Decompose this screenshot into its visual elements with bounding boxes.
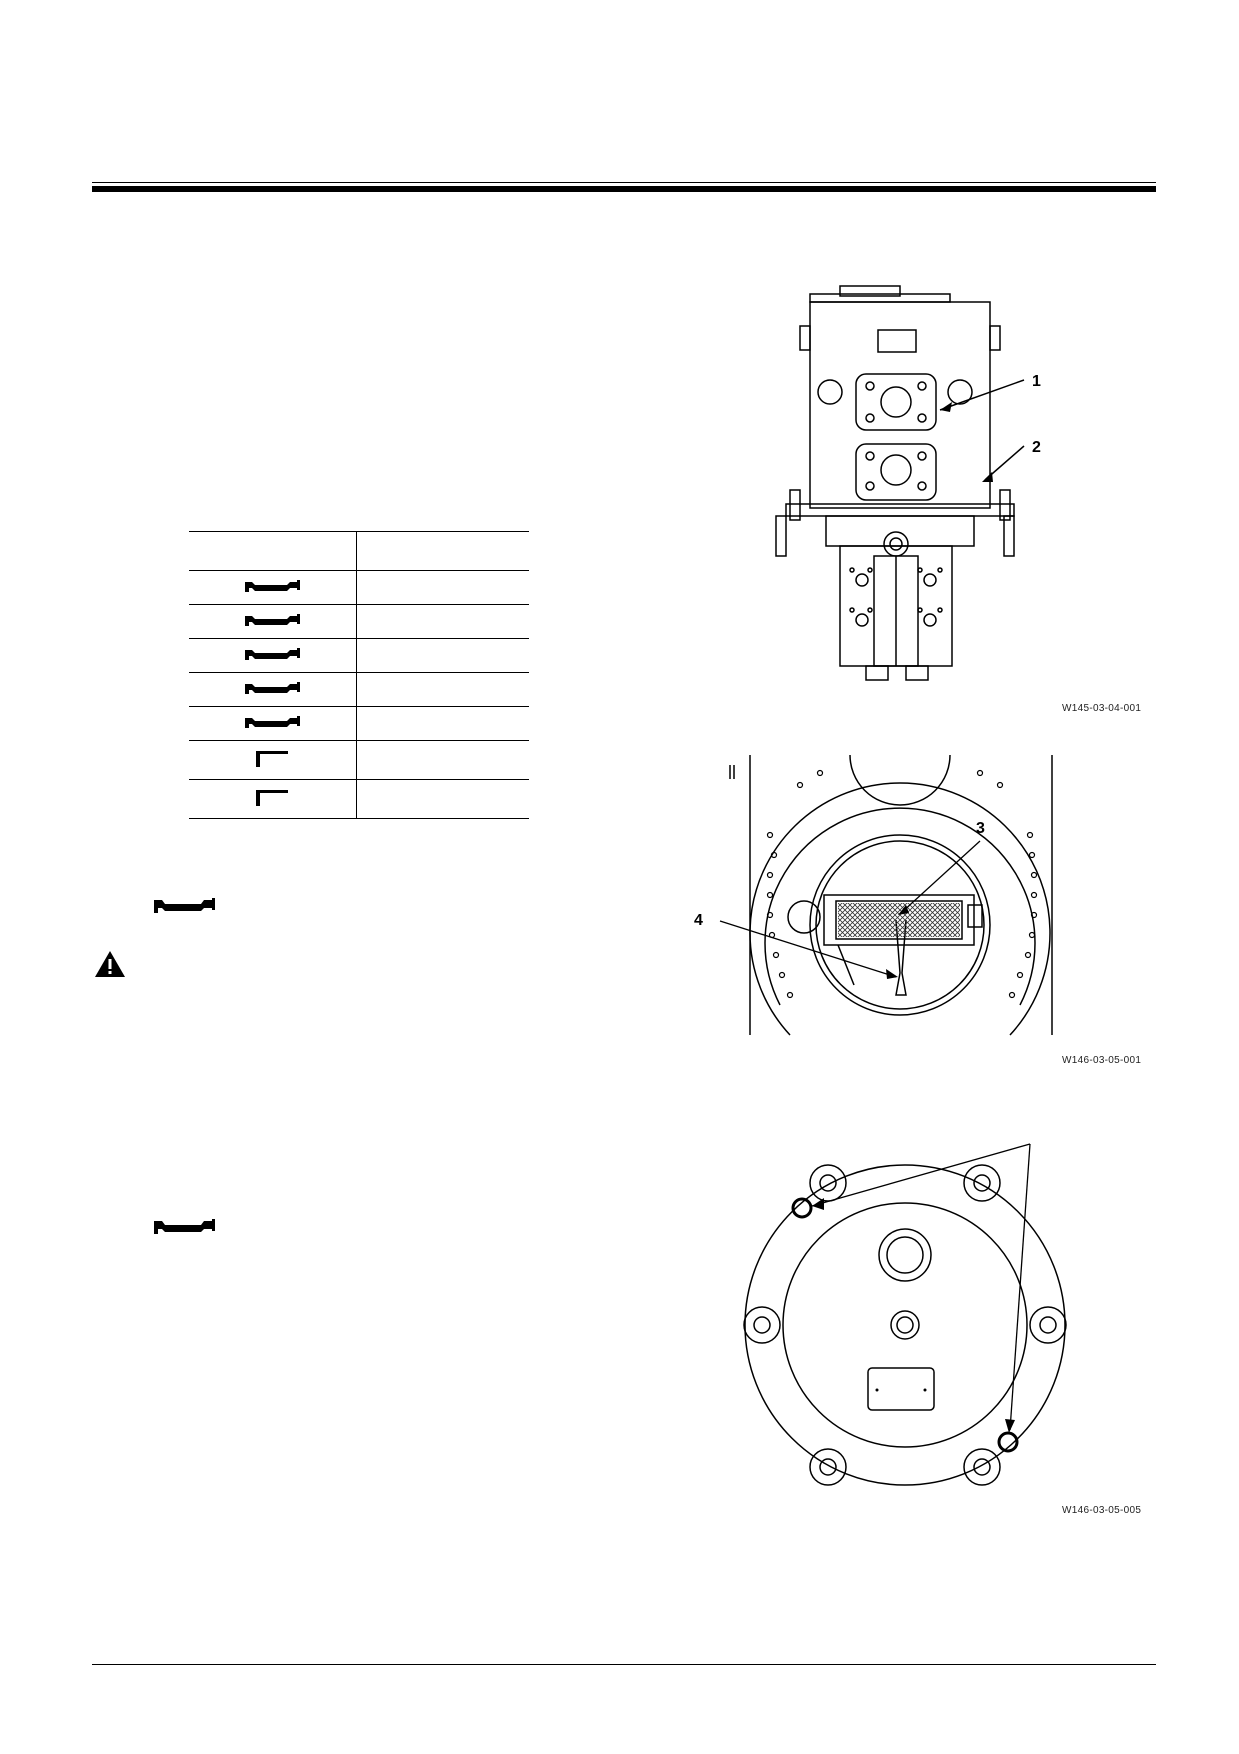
table-cell-value xyxy=(356,740,529,780)
wrench-icon xyxy=(245,614,301,626)
table-row xyxy=(189,672,529,707)
table-cell-value xyxy=(356,604,529,639)
wrench-icon xyxy=(245,716,301,728)
table-row xyxy=(189,638,529,673)
figure-caption: W146-03-05-005 xyxy=(1062,1505,1142,1516)
table-row xyxy=(189,779,529,819)
callout-3: 3 xyxy=(976,820,985,837)
figure-strainer-top-view: 3 4 xyxy=(694,754,1053,1036)
tools-table-header xyxy=(189,531,529,571)
callout-4: 4 xyxy=(694,912,703,929)
footer-rule xyxy=(92,1664,1156,1665)
table-cell-value xyxy=(356,638,529,673)
table-row xyxy=(189,604,529,639)
wrench-icon xyxy=(154,1219,215,1234)
header-rule xyxy=(92,186,1156,192)
header-rule-thin xyxy=(92,182,1156,183)
figure-caption: W146-03-05-001 xyxy=(1062,1055,1142,1066)
wrench-icon xyxy=(245,580,301,592)
wrench-icon xyxy=(245,682,301,694)
tools-table-header-tool xyxy=(189,531,357,571)
figure-motor-side-view: 1 2 xyxy=(775,285,1041,681)
tools-table-header-size xyxy=(356,531,529,571)
figure-caption: W145-03-04-001 xyxy=(1062,703,1142,714)
table-row xyxy=(189,740,529,780)
table-row xyxy=(189,706,529,741)
hex-key-icon xyxy=(256,789,289,806)
table-row xyxy=(189,570,529,605)
table-cell-value xyxy=(356,779,529,819)
warning-icon xyxy=(95,951,125,977)
wrench-icon xyxy=(245,648,301,660)
tools-table xyxy=(189,531,529,819)
figure-flange-view xyxy=(743,1143,1067,1486)
callout-2: 2 xyxy=(1032,439,1041,456)
callout-1: 1 xyxy=(1032,373,1041,390)
table-cell-value xyxy=(356,672,529,707)
table-cell-value xyxy=(356,706,529,741)
wrench-icon xyxy=(154,898,215,913)
hex-key-icon xyxy=(256,750,289,767)
table-cell-value xyxy=(356,570,529,605)
